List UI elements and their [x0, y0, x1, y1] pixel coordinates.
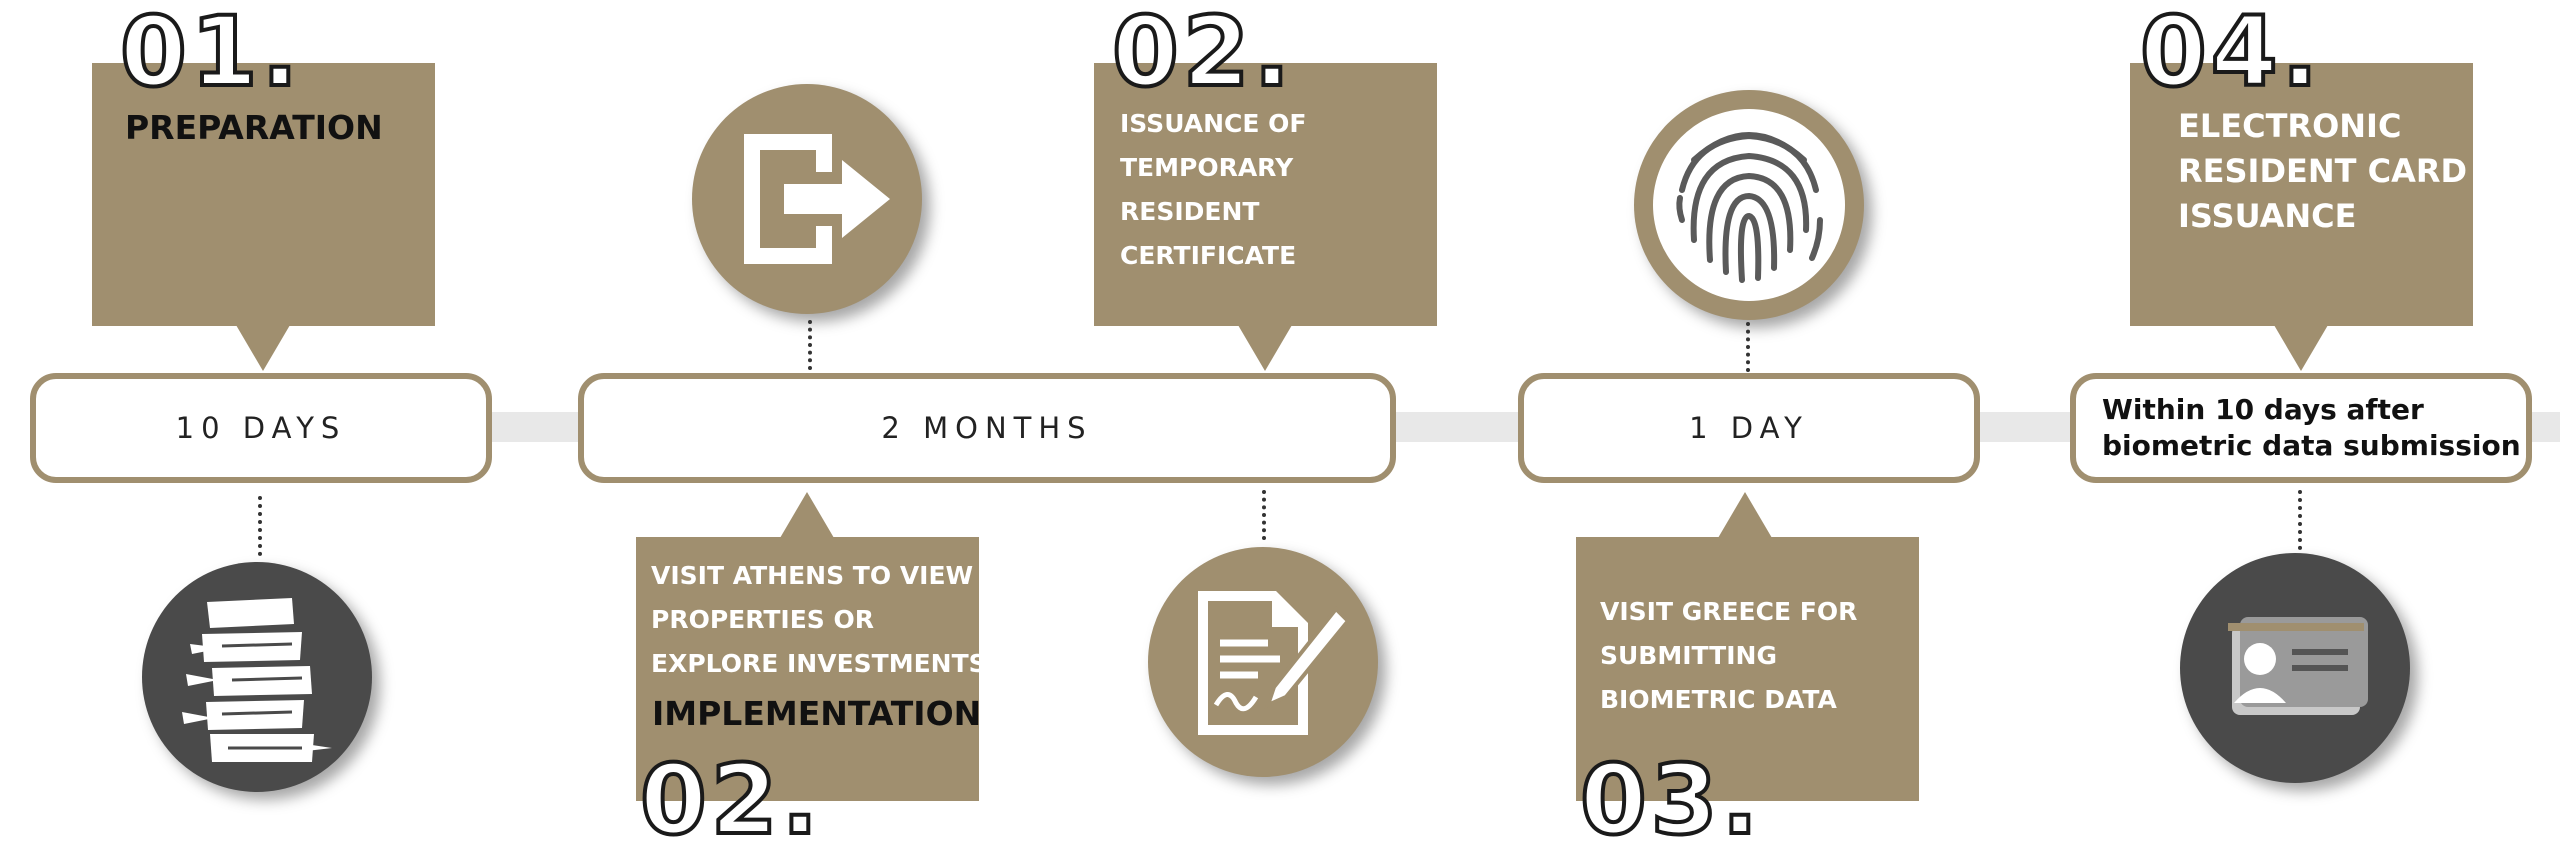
step4-box	[2130, 63, 2473, 326]
step2-bottom-connector	[1262, 490, 1266, 540]
step3-number: 03.	[1578, 744, 1763, 856]
step2b-box	[1094, 63, 1437, 326]
step1-pointer	[236, 325, 290, 371]
step2b-number: 02.	[1110, 0, 1295, 108]
step4-connector	[2298, 490, 2302, 550]
step4-duration: Within 10 days after biometric data subm…	[2102, 393, 2521, 462]
step1-duration: 10 DAYS	[175, 411, 347, 445]
step1-box	[92, 63, 435, 326]
step3-box	[1576, 537, 1919, 801]
stacked-papers-icon	[142, 562, 372, 792]
step4-duration-pill: Within 10 days after biometric data subm…	[2070, 373, 2532, 483]
exit-arrow-icon	[692, 84, 922, 314]
step2-box	[636, 537, 979, 801]
id-card-icon	[2180, 553, 2410, 783]
step2b-text: ISSUANCE OF TEMPORARY RESIDENT CERTIFICA…	[1120, 109, 1307, 270]
step2-title: IMPLEMENTATION	[652, 694, 982, 733]
step1-duration-pill: 10 DAYS	[30, 373, 492, 483]
fingerprint-icon	[1634, 90, 1864, 320]
step2-top-connector	[808, 320, 812, 370]
step3-top-connector	[1746, 322, 1750, 372]
step3-pointer	[1718, 492, 1772, 538]
step2b-pointer	[1238, 325, 1292, 371]
step3-duration-pill: 1 DAY	[1518, 373, 1980, 483]
step1-title: PREPARATION	[125, 108, 383, 147]
step3-duration: 1 DAY	[1689, 411, 1809, 445]
document-sign-icon	[1148, 547, 1378, 777]
step1-connector	[258, 496, 262, 556]
step4-text: ELECTRONIC RESIDENT CARD ISSUANCE	[2178, 107, 2468, 235]
step2-duration-pill: 2 MONTHS	[578, 373, 1396, 483]
step2-pointer	[780, 492, 834, 538]
step1-number: 01.	[118, 0, 303, 108]
step3-text: VISIT GREECE FOR SUBMITTING BIOMETRIC DA…	[1600, 597, 1858, 714]
step4-pointer	[2274, 325, 2328, 371]
step2-duration: 2 MONTHS	[881, 411, 1093, 445]
step2-text: VISIT ATHENS TO VIEW PROPERTIES OR EXPLO…	[651, 561, 987, 678]
step2-number: 02.	[638, 744, 823, 856]
step4-number: 04.	[2138, 0, 2323, 108]
